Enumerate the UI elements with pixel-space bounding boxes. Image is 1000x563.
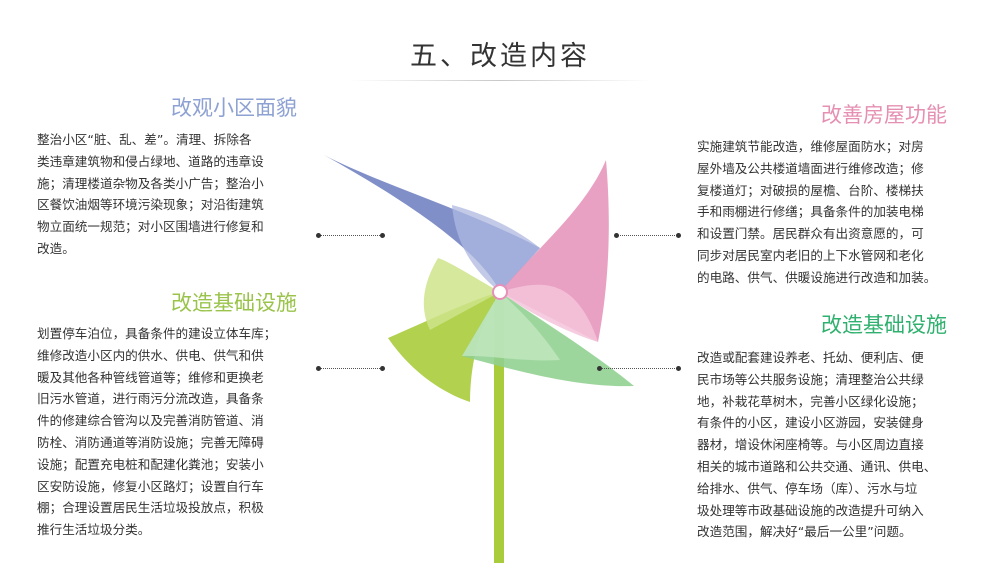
text-line: 设施；配置充电桩和配建化粪池；安装小 (37, 456, 264, 472)
connector-dot (316, 233, 321, 238)
pinwheel-blade-top-right (500, 160, 609, 342)
text-line: 地，补栽花草树木，完善小区绿化设施； (697, 393, 924, 409)
heading-improve-appearance: 改观小区面貌 (171, 96, 297, 120)
text-line: 改造。 (37, 240, 75, 256)
connector-bottom-left (320, 368, 382, 369)
heading-improve-housing: 改善房屋功能 (821, 103, 947, 127)
connector-top-left (320, 235, 382, 236)
text-line: 改造或配套建设养老、托幼、便利店、便 (697, 350, 924, 365)
connector-dot (676, 366, 681, 371)
text-line: 区餐饮油烟等环境污染现象；对沿街建筑 (37, 197, 264, 213)
connector-dot (597, 366, 602, 371)
text-line: 推行生活垃圾分类。 (37, 522, 151, 538)
text-line: 区安防设施，修复小区路灯；设置自行车 (37, 478, 264, 494)
paragraph-infrastructure-left: 划置停车泊位，具备条件的建设立体车库； 维修改造小区内的供水、供电、供气和供 暖… (37, 323, 299, 541)
paragraph-infrastructure-right: 改造或配套建设养老、托幼、便利店、便 民市场等公共服务设施；清理整治公共绿 地，… (697, 347, 959, 543)
pinwheel-stick (494, 300, 504, 563)
heading-infrastructure-left: 改造基础设施 (171, 291, 297, 315)
connector-dot (316, 366, 321, 371)
text-line: 件的修建综合管沟以及完善消防管道、消 (37, 413, 264, 429)
pinwheel-blade-bottom-right (462, 292, 634, 387)
text-line: 圾处理等市政基础设施的改造提升可纳入 (697, 502, 924, 518)
text-line: 暖及其他各种管线管道等；维修和更换老 (37, 369, 264, 385)
text-line: 物立面统一规范；对小区围墙进行修复和 (37, 219, 264, 235)
connector-dot (380, 233, 385, 238)
text-line: 类违章建筑物和侵占绿地、道路的违章设 (37, 153, 264, 169)
text-line: 器材，增设休闲座椅等。与小区周边直接 (697, 437, 924, 453)
text-line: 实施建筑节能改造，维修屋面防水；对房 (697, 139, 924, 154)
text-line: 有条件的小区，建设小区游园，安装健身 (697, 415, 924, 431)
text-line: 维修改造小区内的供水、供电、供气和供 (37, 347, 264, 363)
text-line: 改造范围，解决好“最后一公里”问题。 (697, 524, 912, 540)
text-line: 划置停车泊位，具备条件的建设立体车库； (37, 326, 277, 341)
text-line: 民市场等公共服务设施；清理整治公共绿 (697, 371, 924, 387)
pinwheel-blade-top-left (324, 155, 540, 292)
text-line: 防栓、消防通道等消防设施；完善无障碍 (37, 434, 264, 450)
text-line: 给排水、供气、停车场（库）、污水与垃 (697, 480, 918, 496)
text-line: 整治小区“脏、乱、差”。清理、拆除各 (37, 132, 252, 147)
pinwheel-blade-bottom-left (388, 258, 500, 402)
connector-dot (614, 233, 619, 238)
connector-dot (380, 366, 385, 371)
text-line: 复楼道灯；对破损的屋檐、台阶、楼梯扶 (697, 182, 924, 198)
connector-bottom-right (600, 368, 679, 369)
text-line: 和设置门禁。居民群众有出资意愿的，可 (697, 226, 924, 242)
page-title: 五、改造内容 (410, 41, 590, 72)
connector-top-right (617, 235, 679, 236)
heading-infrastructure-right: 改造基础设施 (821, 313, 947, 337)
pinwheel-hub (492, 284, 508, 300)
title-divider (350, 80, 650, 81)
text-line: 棚；合理设置居民生活垃圾投放点，积极 (37, 500, 264, 516)
text-line: 屋外墙及公共楼道墙面进行维修改造；修 (697, 160, 924, 176)
paragraph-improve-appearance: 整治小区“脏、乱、差”。清理、拆除各 类违章建筑物和侵占绿地、道路的违章设 施；… (37, 129, 297, 260)
text-line: 同步对居民室内老旧的上下水管网和老化 (697, 247, 924, 263)
connector-dot (676, 233, 681, 238)
paragraph-improve-housing: 实施建筑节能改造，维修屋面防水；对房 屋外墙及公共楼道墙面进行维修改造；修 复楼… (697, 136, 959, 289)
text-line: 施；清理楼道杂物及各类小广告；整治小 (37, 175, 264, 191)
text-line: 旧污水管道，进行雨污分流改造，具备条 (37, 391, 264, 407)
text-line: 的电路、供气、供暖设施进行改造和加装。 (697, 269, 937, 285)
text-line: 相关的城市道路和公共交通、通讯、供电、 (697, 458, 937, 474)
text-line: 手和雨棚进行修缮；具备条件的加装电梯 (697, 204, 924, 220)
